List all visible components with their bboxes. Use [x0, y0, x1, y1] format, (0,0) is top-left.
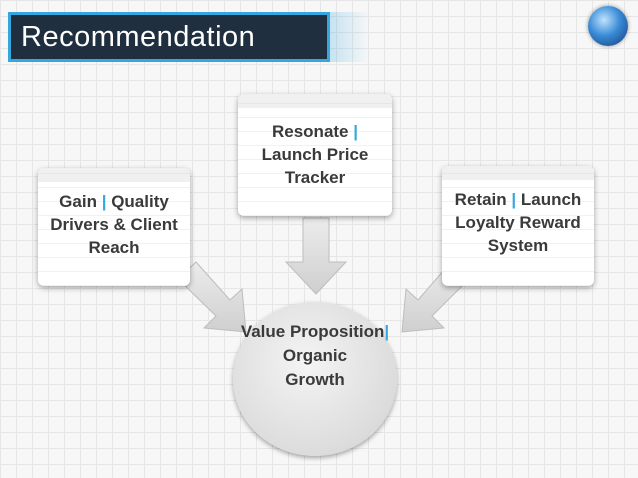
card-gain-separator: | — [101, 192, 107, 211]
card-gain-head: Gain — [59, 192, 97, 211]
value-proposition-separator: | — [384, 322, 390, 341]
card-retain-head: Retain — [454, 190, 507, 209]
title-accent — [330, 12, 370, 62]
value-proposition-head: Value Proposition — [240, 322, 385, 341]
card-retain-separator: | — [511, 190, 517, 209]
globe-logo-icon — [588, 6, 628, 46]
arrow-down — [284, 217, 348, 295]
card-gain-tail: Quality Drivers & Client Reach — [50, 192, 178, 257]
value-proposition-tail: Organic Growth — [282, 346, 348, 389]
card-gain: Gain | Quality Drivers & Client Reach — [38, 168, 190, 286]
value-proposition-text: Value Proposition| Organic Growth — [233, 320, 397, 392]
card-gain-text: Gain | Quality Drivers & Client Reach — [38, 190, 190, 259]
card-retain: Retain | Launch Loyalty Reward System — [442, 166, 594, 286]
card-resonate: Resonate | Launch Price Tracker — [238, 94, 392, 216]
card-resonate-separator: | — [353, 122, 359, 141]
card-resonate-head: Resonate — [271, 122, 349, 141]
card-retain-text: Retain | Launch Loyalty Reward System — [442, 188, 594, 257]
page-title: Recommendation — [8, 12, 330, 62]
arrow-left-diagonal — [177, 261, 247, 333]
card-resonate-tail: Launch Price Tracker — [261, 145, 369, 187]
card-retain-tail: Launch Loyalty Reward System — [455, 190, 582, 255]
value-proposition-node: Value Proposition| Organic Growth — [233, 302, 397, 456]
card-resonate-text: Resonate | Launch Price Tracker — [238, 120, 392, 189]
